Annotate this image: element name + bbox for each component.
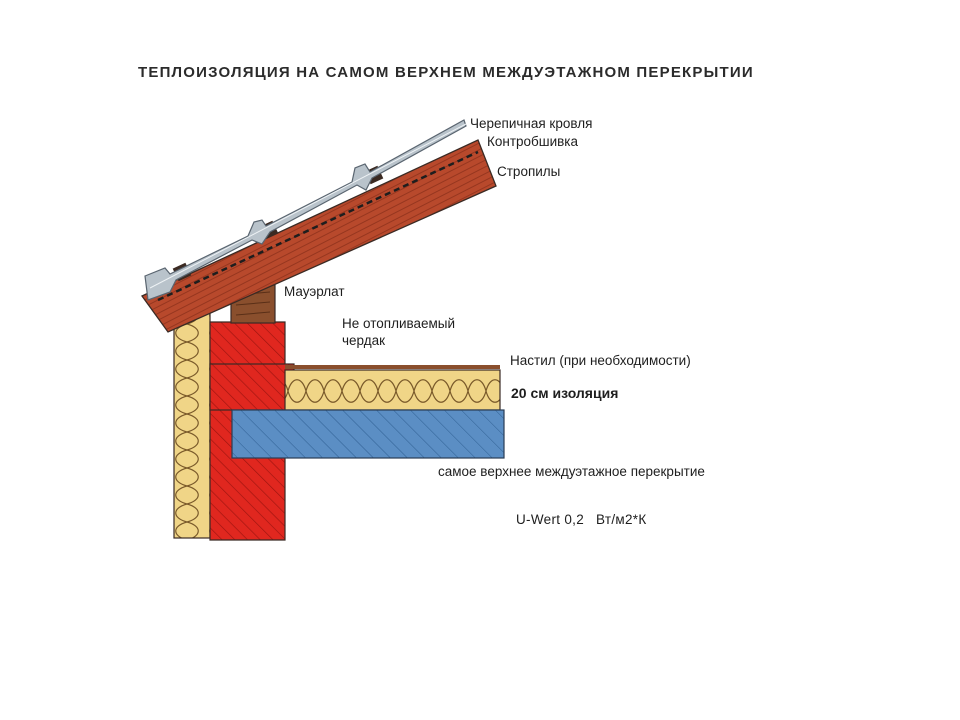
floor-slab xyxy=(231,409,505,459)
label-unheated-attic-line2: чердак xyxy=(342,333,386,348)
label-u-value: U-Wert 0,2 Вт/м2*К xyxy=(516,512,647,527)
rafter xyxy=(141,139,497,333)
roof-tiles xyxy=(144,119,467,301)
label-insulation: 20 см изоляция xyxy=(511,385,619,401)
label-counter-batten: Контробшивка xyxy=(487,134,579,149)
u-value-unit: Вт/м2*К xyxy=(596,512,647,527)
floor-insulation xyxy=(284,369,501,411)
label-decking: Настил (при необходимости) xyxy=(510,353,691,368)
label-wall-plate: Мауэрлат xyxy=(284,284,345,299)
counter-batten-line xyxy=(157,150,479,302)
label-top-floor-slab: самое верхнее междуэтажное перекрытие xyxy=(438,464,705,479)
diagram-title: ТЕПЛОИЗОЛЯЦИЯ НА САМОМ ВЕРХНЕМ МЕЖДУЭТАЖ… xyxy=(138,64,754,81)
label-rafters: Стропилы xyxy=(497,164,561,179)
u-value-text: U-Wert 0,2 xyxy=(516,512,585,527)
brick-ledge xyxy=(209,363,295,411)
label-roof-tiles: Черепичная кровля xyxy=(470,116,593,131)
label-unheated-attic-line1: Не отопливаемый xyxy=(342,316,456,331)
